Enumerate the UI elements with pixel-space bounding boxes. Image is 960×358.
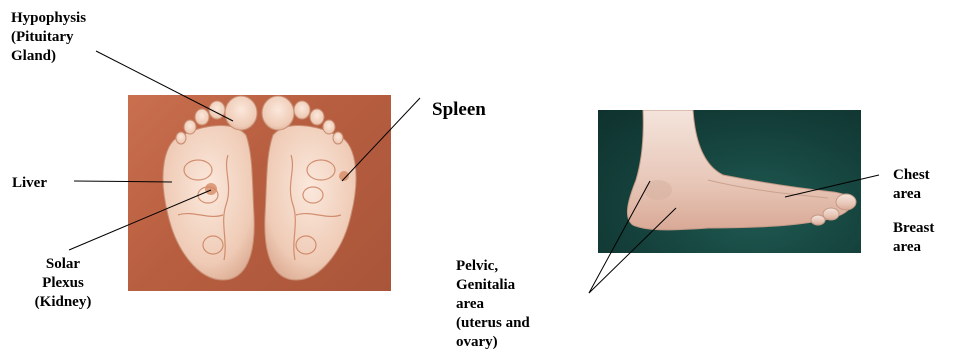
solar-plexus-leader-line xyxy=(69,190,211,250)
hypophysis-leader-line xyxy=(96,51,233,121)
liver-label: Liver xyxy=(12,174,47,193)
spleen-label: Spleen xyxy=(432,100,486,119)
hypophysis-label: Hypophysis (Pituitary Gland) xyxy=(11,9,86,66)
pelvic-leader-line-2 xyxy=(589,208,676,293)
pelvic-leader-line-1 xyxy=(589,181,650,293)
solar-plexus-label: Solar Plexus (Kidney) xyxy=(16,255,110,312)
pelvic-genitalia-label: Pelvic, Genitalia area (uterus and ovary… xyxy=(456,257,530,352)
chest-area-label: Chest area xyxy=(893,166,930,204)
chest-leader-line xyxy=(785,175,879,197)
spleen-leader-line xyxy=(342,98,420,181)
breast-area-label: Breast area xyxy=(893,219,934,257)
liver-leader-line xyxy=(74,181,172,182)
